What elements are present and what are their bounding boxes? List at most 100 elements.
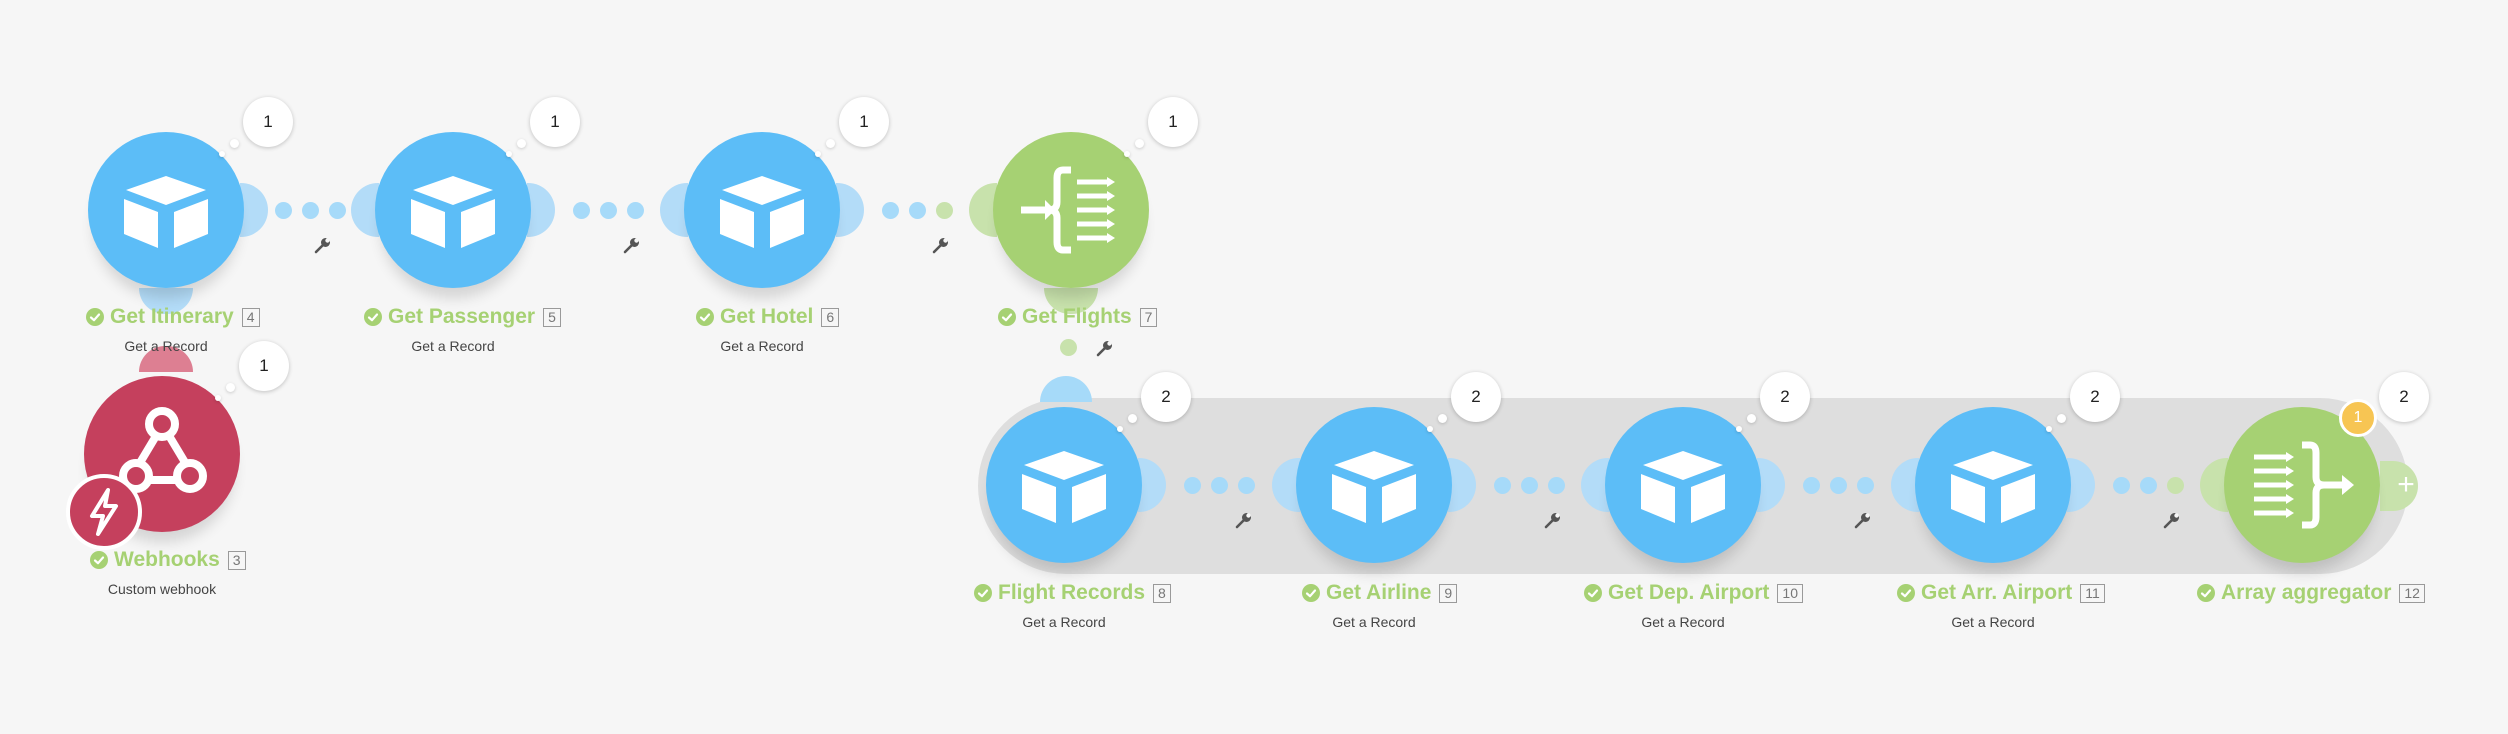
module-subtitle: Get a Record [124, 338, 208, 354]
bubble-tail-dot [815, 151, 821, 157]
module-subtitle: Custom webhook [107, 581, 217, 597]
check-icon [974, 584, 992, 602]
operations-bubble[interactable]: 2 [2070, 372, 2120, 422]
operations-bubble[interactable]: 2 [1141, 372, 1191, 422]
module-number: 11 [2080, 583, 2105, 603]
bubble-tail-dot [230, 139, 239, 148]
airtable-box-icon [1641, 451, 1725, 523]
operations-bubble[interactable]: 1 [530, 97, 580, 147]
module-circle[interactable] [986, 407, 1142, 563]
operations-bubble[interactable]: 2 [1760, 372, 1810, 422]
connector-dot [572, 202, 590, 219]
module-subtitle: Get a Record [1022, 614, 1106, 630]
module-title: Get Dep. Airport [1608, 581, 1770, 604]
connector-dot [935, 202, 953, 219]
operations-bubble[interactable]: 1 [839, 97, 889, 147]
module-circle[interactable] [88, 132, 244, 288]
module-title: Get Arr. Airport [1921, 581, 2073, 604]
bubble-tail-dot [1117, 426, 1123, 432]
route-settings-wrench-icon[interactable] [313, 235, 333, 255]
bubble-tail-dot [2046, 426, 2052, 432]
module-flights[interactable] [993, 132, 1149, 288]
bubble-tail-dot [1124, 151, 1130, 157]
operations-bubble[interactable]: 1 [243, 97, 293, 147]
module-number: 10 [1777, 583, 1803, 603]
bubble-tail-dot [506, 151, 512, 157]
connector-dot [1803, 477, 1820, 494]
iterator-icon [1021, 166, 1115, 254]
check-icon [1897, 584, 1915, 602]
airtable-box-icon [411, 176, 495, 248]
operations-bubble[interactable]: 1 [1148, 97, 1198, 147]
module-hotel[interactable] [684, 132, 840, 288]
connector-dot [2139, 477, 2157, 494]
route-settings-wrench-icon[interactable] [622, 235, 642, 255]
module-webhooks[interactable] [66, 376, 240, 550]
module-dep-airport[interactable] [1605, 407, 1761, 563]
operations-bubble[interactable]: 2 [2379, 372, 2429, 422]
module-number: 8 [1153, 583, 1171, 603]
connector-dot [1238, 477, 1255, 494]
module-label[interactable]: Get Dep. Airport 10 [1584, 580, 1803, 606]
module-number: 4 [241, 307, 260, 327]
module-circle[interactable] [375, 132, 531, 288]
airtable-box-icon [1022, 451, 1106, 523]
operations-bubble[interactable]: 1 [239, 341, 289, 391]
module-number: 3 [227, 550, 246, 570]
module-number: 6 [821, 307, 840, 327]
module-circle[interactable] [1915, 407, 2071, 563]
route-settings-wrench-icon[interactable] [931, 235, 951, 255]
bubble-tail-dot [1747, 414, 1756, 423]
airtable-box-icon [720, 176, 804, 248]
bubble-tail-dot [1427, 426, 1433, 432]
check-icon [1302, 584, 1320, 602]
connector-dot [1184, 477, 1201, 494]
connector-dot [1857, 477, 1874, 494]
bubble-tail-dot [1736, 426, 1742, 432]
module-circle[interactable] [84, 376, 240, 532]
connector-dot [2166, 477, 2184, 494]
connector-dot [881, 202, 899, 219]
module-subtitle: Get a Record [720, 338, 804, 354]
connector-dot [1547, 477, 1565, 494]
check-icon [86, 308, 104, 326]
route-settings-wrench-icon[interactable] [2162, 510, 2182, 530]
module-passenger[interactable] [375, 132, 531, 288]
bubble-tail-dot [1135, 139, 1144, 148]
module-circle[interactable] [1296, 407, 1452, 563]
array-aggregator-icon [2254, 441, 2354, 529]
route-settings-wrench-icon[interactable] [1543, 510, 1563, 530]
module-title: Get Airline [1326, 581, 1432, 604]
module-itinerary[interactable] [88, 132, 244, 288]
module-subtitle: Get a Record [1951, 614, 2035, 630]
bubble-tail-dot [1128, 414, 1137, 423]
route-settings-wrench-icon[interactable] [1095, 338, 1115, 358]
module-title: Get Flights [1022, 305, 1132, 328]
module-subtitle: Get a Record [1332, 614, 1416, 630]
check-icon [2197, 584, 2215, 602]
module-airline[interactable] [1296, 407, 1452, 563]
module-circle[interactable] [684, 132, 840, 288]
operations-bubble[interactable]: 2 [1451, 372, 1501, 422]
module-circle[interactable] [1605, 407, 1761, 563]
module-flight-records[interactable] [986, 407, 1142, 563]
route-settings-wrench-icon[interactable] [1853, 510, 1873, 530]
module-arr-airport[interactable] [1915, 407, 2071, 563]
module-subtitle: Get a Record [1641, 614, 1725, 630]
module-circle[interactable] [993, 132, 1149, 288]
module-label[interactable]: Get Arr. Airport 11 [1897, 580, 2105, 606]
module-title: Get Passenger [388, 305, 536, 328]
add-module-plus-icon[interactable]: + [2397, 468, 2415, 501]
route-settings-wrench-icon[interactable] [1234, 510, 1254, 530]
bubble-tail-dot [1438, 414, 1447, 423]
